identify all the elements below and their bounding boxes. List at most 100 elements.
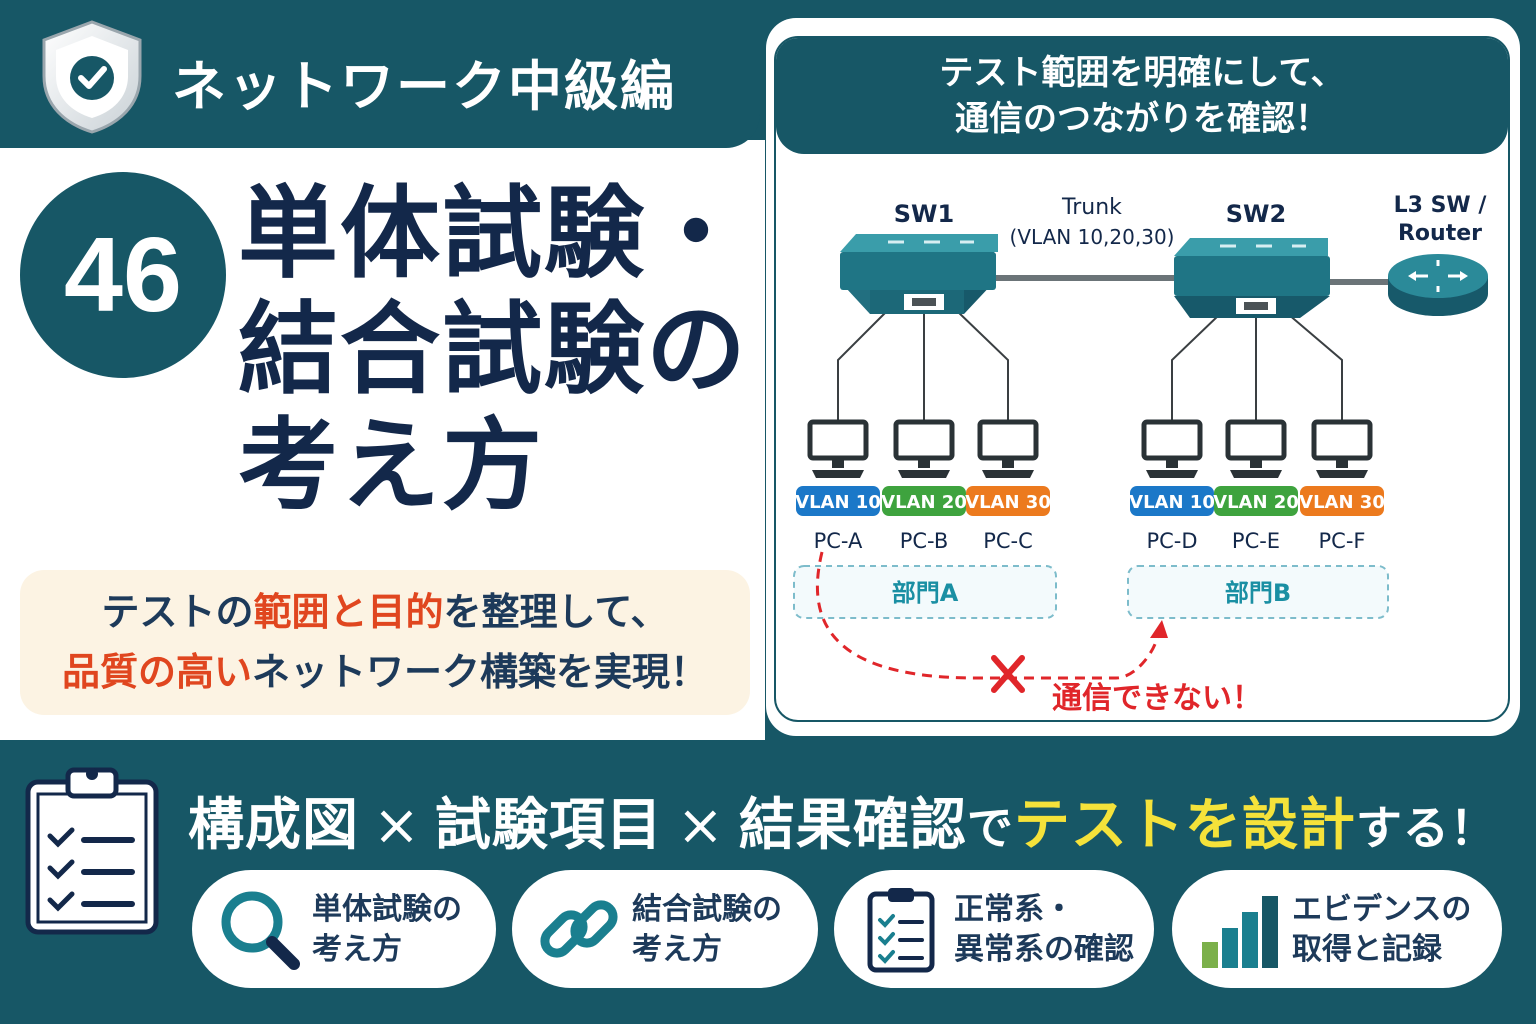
vlan-badge <box>1214 486 1298 516</box>
magnifier-icon <box>221 891 300 970</box>
vlan-badge <box>1130 486 1214 516</box>
pc-node: VLAN 10 PC-D <box>1129 419 1215 553</box>
headline-part: 構成図 <box>188 793 359 858</box>
callout-highlight: 範囲と目的 <box>253 590 444 634</box>
pc-name: PC-C <box>983 529 1033 553</box>
times-symbol: × <box>373 793 421 858</box>
title-line: 考え方 <box>238 407 544 524</box>
access-link <box>955 309 1009 420</box>
computer-icon <box>1311 419 1373 461</box>
failed-path <box>815 551 1160 680</box>
chip-label-line: 結合試験の <box>632 892 782 927</box>
headline-part: 試験項目 <box>434 793 663 858</box>
computer-icon <box>977 419 1039 461</box>
access-link <box>1287 313 1343 420</box>
department-b-box <box>1127 565 1389 619</box>
switch-icon <box>1174 238 1330 318</box>
computer-icon <box>1225 419 1287 461</box>
chip-label-line: 異常系の確認 <box>954 932 1134 967</box>
pc-node: VLAN 30 PC-C <box>965 419 1051 553</box>
switch-2-label: SW2 <box>1226 200 1286 228</box>
pc-name: PC-B <box>900 529 949 553</box>
vlan-badge-label: VLAN 20 <box>1213 492 1299 513</box>
chip-label-line: 正常系・ <box>954 892 1074 927</box>
access-link <box>837 309 889 420</box>
topic-chip-normal-abnormal: 正常系・ 異常系の確認 <box>834 870 1154 988</box>
vlan-badge <box>966 486 1050 516</box>
headline-part: で <box>966 801 1014 855</box>
chip-label: 正常系・ 異常系の確認 <box>954 890 1134 970</box>
checklist-icon <box>867 888 935 973</box>
banner-line: 通信のつながりを確認！ <box>955 99 1329 139</box>
vlan-badge <box>796 486 880 516</box>
design-headline: 構成図×試験項目×結果確認でテストを設計する！ <box>188 780 1497 861</box>
router-icon <box>1388 254 1488 316</box>
vlan-badge-label: VLAN 30 <box>965 492 1051 513</box>
topic-chip-evidence: エビデンスの 取得と記録 <box>1172 870 1502 988</box>
computer-icon <box>807 419 869 461</box>
department-a-label: 部門A <box>892 579 959 607</box>
router-label: Router <box>1398 221 1482 246</box>
pc-name: PC-F <box>1319 529 1366 553</box>
network-diagram-card: テスト範囲を明確にして、 通信のつながりを確認！ <box>766 18 1520 736</box>
trunk-label: Trunk <box>1061 195 1122 220</box>
trunk-vlans: (VLAN 10,20,30) <box>1010 225 1175 249</box>
topic-chip-integration-test: 結合試験の 考え方 <box>512 870 818 988</box>
headline-highlight: テストを設計 <box>1013 793 1356 858</box>
chip-label-line: 単体試験の <box>312 892 462 927</box>
access-link <box>1171 313 1221 420</box>
topic-chip-unit-test: 単体試験の 考え方 <box>192 870 496 988</box>
vlan-badge <box>1300 486 1384 516</box>
diagram-banner: テスト範囲を明確にして、 通信のつながりを確認！ <box>776 38 1508 154</box>
vlan-badge-label: VLAN 30 <box>1299 492 1385 513</box>
chain-link-icon <box>540 900 618 958</box>
clipboard-icon <box>25 767 159 935</box>
chip-label: 結合試験の 考え方 <box>632 890 782 970</box>
computer-stand <box>1230 460 1282 478</box>
episode-number: 46 <box>20 172 226 378</box>
chip-label-line: 取得と記録 <box>1292 932 1442 967</box>
summary-callout: テストの範囲と目的を整理して、 品質の高いネットワーク構築を実現！ <box>20 570 750 715</box>
shield-check-icon <box>42 20 142 134</box>
router-label: L3 SW / <box>1394 193 1488 218</box>
banner-line: テスト範囲を明確にして、 <box>939 53 1345 93</box>
chip-label: エビデンスの 取得と記録 <box>1292 890 1471 970</box>
network-diagram: テスト範囲を明確にして、 通信のつながりを確認！ <box>774 36 1510 722</box>
page-title: 単体試験・ 結合試験の 考え方 <box>238 176 758 524</box>
chip-label-line: 考え方 <box>632 932 722 967</box>
fail-text: 通信できない！ <box>1052 681 1262 716</box>
computer-stand <box>898 460 950 478</box>
department-a-box <box>793 565 1057 619</box>
title-line: 単体試験・ <box>238 175 748 292</box>
pc-node: VLAN 30 PC-F <box>1299 419 1385 553</box>
vlan-badge-label: VLAN 10 <box>1129 492 1215 513</box>
vlan-badge-label: VLAN 10 <box>795 492 881 513</box>
callout-line-2: 品質の高いネットワーク構築を実現！ <box>20 642 750 702</box>
pc-name: PC-E <box>1232 529 1280 553</box>
computer-stand <box>1316 460 1368 478</box>
chip-label-line: エビデンスの <box>1292 892 1472 927</box>
pc-node: VLAN 20 PC-B <box>881 419 967 553</box>
topology-svg: SW1 SW2 Trunk (VLAN 10,20,30) L3 SW / Ro… <box>793 193 1488 716</box>
callout-line-1: テストの範囲と目的を整理して、 <box>20 582 750 642</box>
title-line: 結合試験の <box>238 291 748 408</box>
pc-node: VLAN 20 PC-E <box>1213 419 1299 553</box>
headline-part: する！ <box>1355 801 1497 855</box>
callout-text: ネットワーク構築を実現！ <box>252 650 709 694</box>
switch-icon <box>840 234 998 314</box>
callout-text: テストの <box>101 590 254 634</box>
callout-highlight: 品質の高い <box>61 650 252 694</box>
chip-label: 単体試験の 考え方 <box>312 890 462 970</box>
times-symbol: × <box>676 793 725 858</box>
computer-icon <box>1141 419 1203 461</box>
computer-icon <box>893 419 955 461</box>
vlan-badge-label: VLAN 20 <box>881 492 967 513</box>
computer-stand <box>982 460 1034 478</box>
department-b-label: 部門B <box>1225 579 1291 607</box>
chip-label-line: 考え方 <box>312 932 402 967</box>
vlan-badge <box>882 486 966 516</box>
callout-text: を整理して、 <box>443 590 669 634</box>
pc-name: PC-D <box>1146 529 1197 553</box>
computer-stand <box>812 460 864 478</box>
